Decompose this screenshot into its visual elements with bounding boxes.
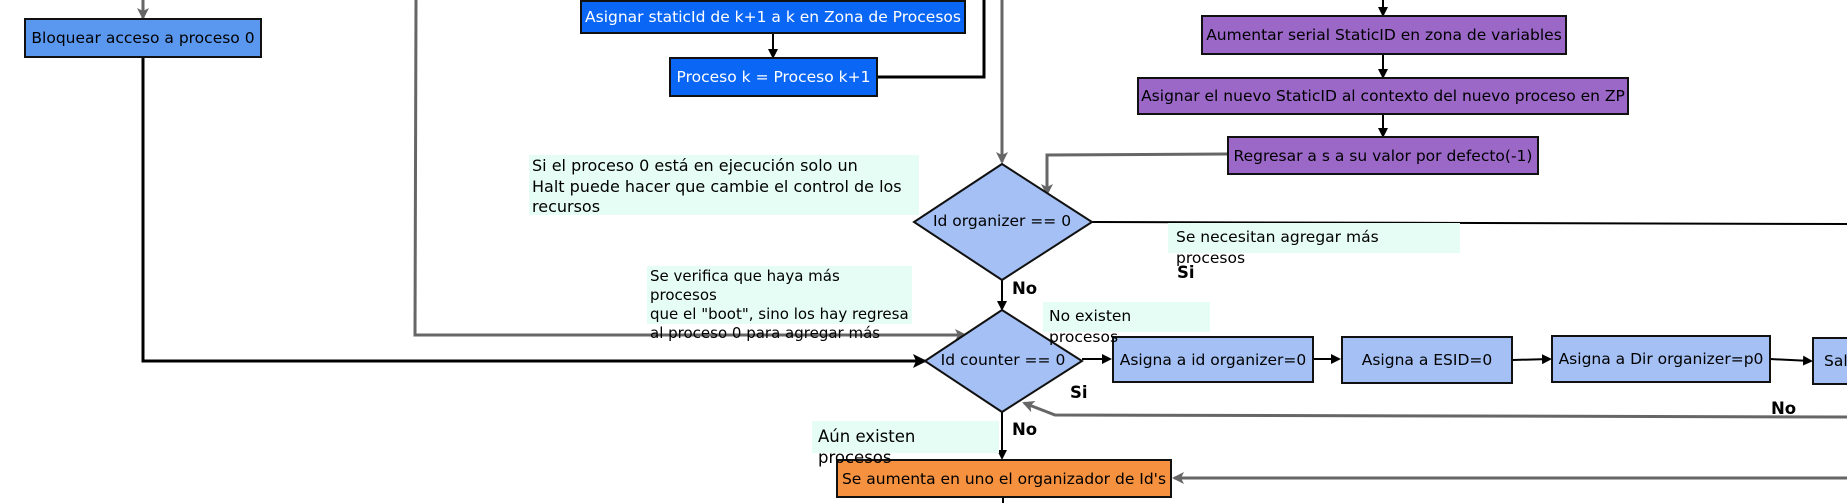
connector-id-organizer-si — [1091, 221, 1847, 225]
note-verifica-line-1: Se verifica que haya más procesos — [650, 267, 840, 304]
box-asigna-dir-organizer[interactable]: Asigna a Dir organizer=p0 — [1551, 335, 1771, 383]
connector-return-into-id-counter — [1022, 401, 1847, 419]
note-verifica-line-3: al proceso 0 para agregar más — [650, 324, 881, 342]
box-regresar-s[interactable]: Regresar a s a su valor por defecto(-1) — [1227, 136, 1539, 175]
note-halt-line-3: recursos — [532, 197, 601, 216]
note-verifica: Se verifica que haya más procesos que el… — [647, 266, 912, 342]
label-no-id-organizer: No — [1012, 279, 1038, 298]
note-halt-line-2: Halt puede hacer que cambie el control d… — [532, 176, 902, 196]
decision-id-counter-label: Id counter == 0 — [940, 351, 1066, 369]
note-aun-existen: Aún existen procesos — [812, 421, 999, 467]
connector-esid-to-dir — [1512, 354, 1552, 365]
box-salto-partial[interactable]: Salt — [1812, 337, 1847, 385]
box-asigna-id-organizer[interactable]: Asigna a id organizer=0 — [1112, 336, 1314, 383]
box-aumenta-organizador[interactable]: Se aumenta en uno el organizador de Id's — [836, 459, 1172, 498]
label-si-id-organizer: Si — [1177, 263, 1195, 282]
decision-id-counter-shape — [923, 308, 1084, 414]
decision-id-organizer-shape — [912, 162, 1094, 282]
box-aumentar-serial[interactable]: Aumentar serial StaticID en zona de vari… — [1201, 15, 1567, 55]
connector-regresar-to-id-organizer — [1041, 152, 1228, 196]
connector-loop-into-id-counter — [413, 0, 967, 341]
connector-proceso-k-loop — [877, 0, 986, 79]
note-halt: Si el proceso 0 está en ejecución solo u… — [529, 155, 919, 216]
note-no-existen: No existen procesos — [1043, 302, 1210, 346]
box-asignar-staticid[interactable]: Asignar staticId de k+1 a k en Zona de P… — [580, 0, 966, 34]
label-si-id-counter: Si — [1070, 383, 1088, 402]
note-halt-line-1: Si el proceso 0 está en ejecución solo u… — [532, 156, 858, 175]
label-no-right: No — [1771, 399, 1797, 418]
label-no-id-counter: No — [1012, 420, 1038, 439]
connector-dir-to-salto — [1769, 355, 1813, 366]
box-bloquear-acceso[interactable]: Bloquear acceso a proceso 0 — [24, 18, 262, 58]
note-verifica-line-2: que el "boot", sino los hay regresa — [650, 305, 909, 323]
connector-bloquear-to-id-counter — [141, 58, 927, 368]
decision-id-organizer-label: Id organizer == 0 — [932, 212, 1072, 230]
note-se-necesitan: Se necesitan agregar más procesos — [1168, 223, 1460, 267]
box-proceso-k[interactable]: Proceso k = Proceso k+1 — [669, 57, 878, 97]
box-asignar-nuevo-staticid[interactable]: Asignar el nuevo StaticID al contexto de… — [1137, 77, 1629, 115]
box-asigna-esid[interactable]: Asigna a ESID=0 — [1341, 336, 1513, 384]
